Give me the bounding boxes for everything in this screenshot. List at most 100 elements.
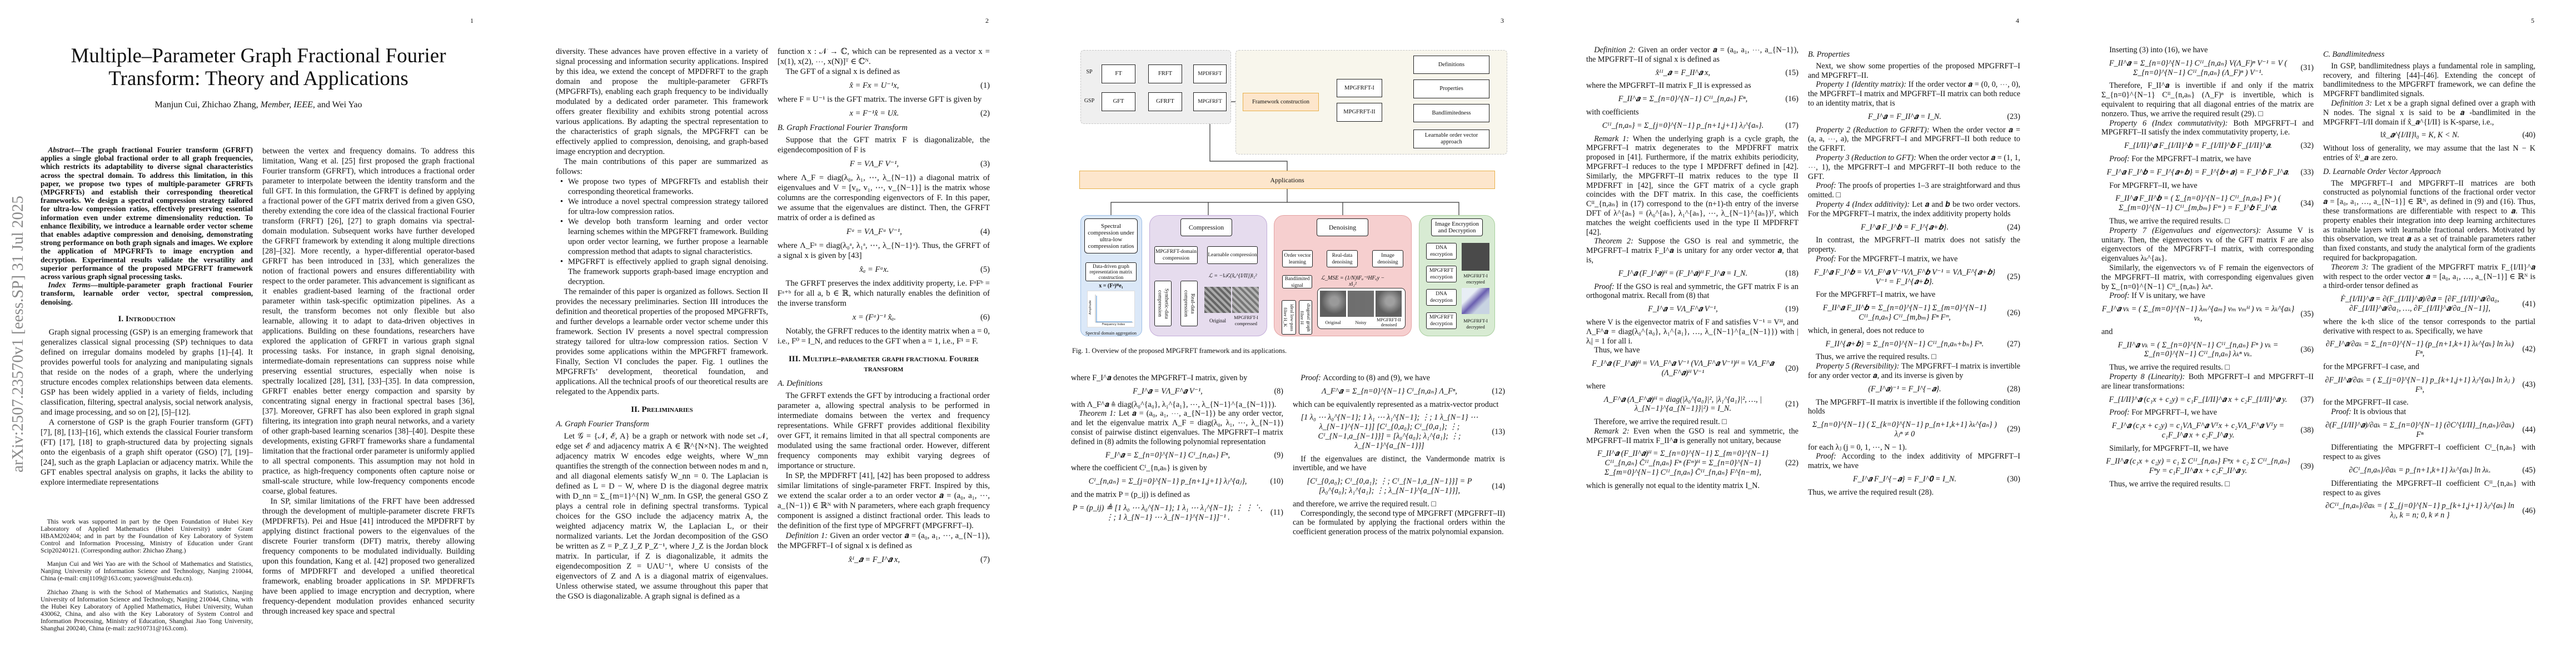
ft-box: FT xyxy=(1102,64,1135,83)
paragraph: The MPGFRFT–II matrix is invertible if t… xyxy=(1808,398,2020,417)
equation-body: F_I^𝒂 F_I^𝒃 = VΛ_F^𝒂 V⁻¹VΛ_F^𝒃 V⁻¹ = VΛ_… xyxy=(1813,267,1996,286)
block-text: If the eigenvalues are distinct, the Van… xyxy=(1293,454,1505,473)
equation-body: ∂(F_{I/II}^𝒂)/∂aₖ = Σ_{n=0}^{N−1} (∂C^{I… xyxy=(2325,420,2514,439)
mpgfrft-encryption-box: MPGFRFT encryption xyxy=(1426,266,1457,282)
block-text: The graph fractional Fourier transform (… xyxy=(41,146,253,281)
paragraph: Proof: For the MPGFRFT–I matrix, we have xyxy=(2101,155,2314,164)
equation-number: (43) xyxy=(2522,380,2535,390)
text-column-2: between the vertex and frequency domains… xyxy=(262,146,475,656)
equation-body: F_{I/II}^𝒂 (c₁x + c₂y) = c₁F_{I/II}^𝒂 x … xyxy=(2109,395,2288,404)
equation-number: (10) xyxy=(1270,477,1283,486)
block-text: with coefficients xyxy=(1586,107,1639,117)
paragraph: For the MPGFRFT–I matrix, we have xyxy=(1808,290,2020,300)
block-text: function x : 𝒩 → ℂ, which can be represe… xyxy=(778,47,990,66)
paragraph: Property 6 (Index commutativity): Both M… xyxy=(2101,119,2314,138)
equation-body: Λ_F^𝒂 = Σ_{n=0}^{N−1} Cᴵ_{n,aₙ} Λ_Fⁿ, xyxy=(1322,386,1457,396)
subsection-heading: A. Graph Fourier Transform xyxy=(556,419,768,429)
paragraph: Let 𝒢 = {𝒩, ℰ, A} be a graph or network … xyxy=(556,431,768,601)
equation-number: (4) xyxy=(980,227,990,236)
equation-number: (38) xyxy=(2300,426,2314,435)
block-text: Thus, we arrive the required results. □ xyxy=(1816,352,1936,362)
equation: F_I^𝒂 F_I^𝒃 = VΛ_F^𝒂 V⁻¹VΛ_F^𝒃 V⁻¹ = VΛ_… xyxy=(1808,268,2020,287)
text-column-2: function x : 𝒩 → ℂ, which can be represe… xyxy=(778,47,990,656)
block-text: Thus, we have xyxy=(1594,346,1640,355)
abstract-paragraph: Index Terms—multiple-parameter graph fra… xyxy=(41,281,253,306)
equation: ∂(F_{I/II}^𝒂)/∂aₖ = Σ_{n=0}^{N−1} (∂C^{I… xyxy=(2323,421,2535,440)
equation-number: (18) xyxy=(1785,268,1798,278)
paragraph: If the eigenvalues are distinct, the Van… xyxy=(1293,455,1505,474)
paragraph: Property 8 (Linearity): Both MPGFRFT–I a… xyxy=(2101,372,2314,391)
equation-body: ∂F_I^𝒂/∂aₖ = Σ_{n=0}^{N−1} (p_{n+1,k+1} … xyxy=(2325,340,2514,359)
paragraph: between the vertex and frequency domains… xyxy=(262,146,475,496)
equation: ∂F_II^𝒂/∂aₖ = ( Σ_{j=0}^{N−1} p_{k+1,j+1… xyxy=(2323,376,2535,395)
equation-number: (7) xyxy=(980,555,990,564)
authors-a: Manjun Cui, Zhichao Zhang, xyxy=(155,100,261,109)
equation: x = F⁻¹x̂ = Ux̂.(2) xyxy=(778,108,990,118)
equation-number: (9) xyxy=(1274,450,1283,460)
block-text: which can be equivalently represented as… xyxy=(1293,400,1499,409)
paragraph: and xyxy=(2101,327,2314,337)
paragraph: for each λⱼ (j = 0, 1, ⋯, N − 1). xyxy=(1808,443,2020,452)
paragraph: Thus, we arrive the required results. □ xyxy=(2101,217,2314,226)
text-column-1: Definition 2: Given an order vector 𝒂 = … xyxy=(1586,46,1798,656)
equation: F_I^𝒂 F_I^𝒃 = F_I^{𝒂+𝒃}.(24) xyxy=(1808,223,2020,232)
equation-body: [1 λ₀ ⋯ λ₀^{N−1}; 1 λ₁ ⋯ λ₁^{N−1}; ⋮; 1 … xyxy=(1301,413,1478,450)
equation-number: (40) xyxy=(2522,131,2535,140)
block-text: For MPGFRFT–I, we have xyxy=(2131,408,2217,417)
equation-number: (42) xyxy=(2522,344,2535,354)
run-in-label: Theorem 2: xyxy=(1594,237,1638,246)
block-text: When the order vector 𝒂 = (1, 1, ⋯, 1), … xyxy=(1808,153,2020,181)
equation-number: (2) xyxy=(980,109,990,118)
authors-member: Member, IEEE xyxy=(260,100,313,109)
run-in-label: Proof: xyxy=(1816,452,1842,461)
equation: F_II^𝒂 (c₁x + c₂y) = c₁ Σ Cᴵᴵ_{n,aₙ} Fⁿx… xyxy=(2101,457,2314,476)
original-image-compression xyxy=(1204,287,1231,313)
block-text: which is generally not equal to the iden… xyxy=(1586,481,1760,490)
mpgfrft-box: MPGFRFT xyxy=(1193,92,1227,111)
equation: F_I^𝒂 F_I^𝒃 = F_I^{𝒂+𝒃} = F_I^{𝒃+𝒂} = F_… xyxy=(2101,168,2314,177)
paragraph: Remark 2: Even when the GSO is real and … xyxy=(1586,427,1798,446)
equation-number: (14) xyxy=(1492,481,1505,491)
equation: F_I^𝒂 = VΛ_F^𝒂 V⁻¹,(19) xyxy=(1586,305,1798,314)
equation: F_I^𝒂 vₖ = ( Σ_{m=0}^{N−1} λₘ^{aₘ} vₘ vₘ… xyxy=(2101,305,2314,323)
paragraph: for the MPGFRFT–II case. xyxy=(2323,398,2535,407)
noisy-image xyxy=(1348,291,1374,317)
equation-body: F_I^𝒂 F_I^{−𝒂} = F_I^𝟎 = I_N. xyxy=(1853,475,1956,484)
equation-body: x = (Fᵃ)⁻¹ x̂ₐ. xyxy=(852,313,896,322)
block-text: with Λ_F^𝒂 ≜ diag(λ₀^{a₀}, λ₁^{a₁}, ⋯, λ… xyxy=(1071,400,1277,409)
paragraph: diversity. These advances have proven ef… xyxy=(556,47,768,157)
page-4: 4 Definition 2: Given an order vector 𝒂 … xyxy=(1546,0,2061,667)
run-in-label: Index Terms— xyxy=(48,281,98,290)
equation-number: (45) xyxy=(2522,466,2535,475)
equation-body: Fᵃ = VΛ_Fᵃ V⁻¹, xyxy=(846,227,902,236)
equation-number: (41) xyxy=(2522,299,2535,308)
paragraph: Proof: According to the index additivity… xyxy=(1808,452,2020,471)
equation-body: F_I^𝒂 (F_I^𝒂)ᴴ = VΛ_F^𝒂 V⁻¹ (VΛ_F^𝒂 V⁻¹)… xyxy=(1592,359,1774,377)
equation-number: (29) xyxy=(2007,425,2020,434)
block-text: Similarly, for MPGFRFT–II, we have xyxy=(2109,444,2229,453)
paragraph: In SP, the MPDFRFT [41], [42] has been p… xyxy=(778,471,990,531)
equation: Ḟ_{I/II}^𝒂 = ∂(F_{I/II}^𝒂)/∂𝒂 = [∂F_{I/I… xyxy=(2323,295,2535,313)
paragraph: Suppose that the GFT matrix F is diagona… xyxy=(778,135,990,155)
bandlimited-signal-box: Bandlimited signal xyxy=(1282,275,1312,288)
equation-body: Cᴵ_{n,aₙ} = Σ_{j=0}^{N−1} p_{n+1,j+1} λⱼ… xyxy=(1088,477,1247,486)
equation-body: F_II^𝒂 = Σ_{n=0}^{N−1} Cᴵᴵ_{n,aₙ} V(Λ_F)… xyxy=(2109,58,2288,77)
equation: Λ_F^𝒂 = Σ_{n=0}^{N−1} Cᴵ_{n,aₙ} Λ_Fⁿ,(12… xyxy=(1293,387,1505,396)
dna-decryption-box: DNA decryption xyxy=(1426,289,1457,306)
equation: Cᴵ_{n,aₙ} = Σ_{j=0}^{N−1} p_{n+1,j+1} λⱼ… xyxy=(1071,477,1283,486)
block-text: For MPGFRFT–II, we have xyxy=(2109,181,2198,190)
block-text: Thus, we arrive the required result (28)… xyxy=(1808,487,1934,497)
block-text: According to (8) and (9), we have xyxy=(1323,374,1430,382)
equation-number: (23) xyxy=(2007,112,2020,121)
paragraph: Property 1 (Identity matrix): If the ord… xyxy=(1808,80,2020,108)
paragraph: with coefficients xyxy=(1586,108,1798,117)
equation: F_{I/II}^𝒂 F_{I/II}^𝒃 = F_{I/II}^𝒃 F_{I/… xyxy=(2101,141,2314,151)
equation-body: F_I^𝒂 F_I^𝒃 = F_I^{𝒂+𝒃}. xyxy=(1861,222,1949,232)
equation: F_I^𝒂 = Σ_{n=0}^{N−1} Cᴵ_{n,aₙ} Fⁿ,(9) xyxy=(1071,451,1283,460)
equation: x̂ᴵ_𝒂 = F_I^𝒂 x,(7) xyxy=(778,555,990,565)
block-text: The MPGFRFT–II matrix is invertible if t… xyxy=(1808,397,2020,416)
paragraph: where V is the eigenvector matrix of F a… xyxy=(1586,318,1798,346)
equation-number: (1) xyxy=(980,81,990,90)
paragraph: Thus, we arrive the required results. □ xyxy=(2101,480,2314,489)
paragraph: Notably, the GFRFT reduces to the identi… xyxy=(778,326,990,346)
